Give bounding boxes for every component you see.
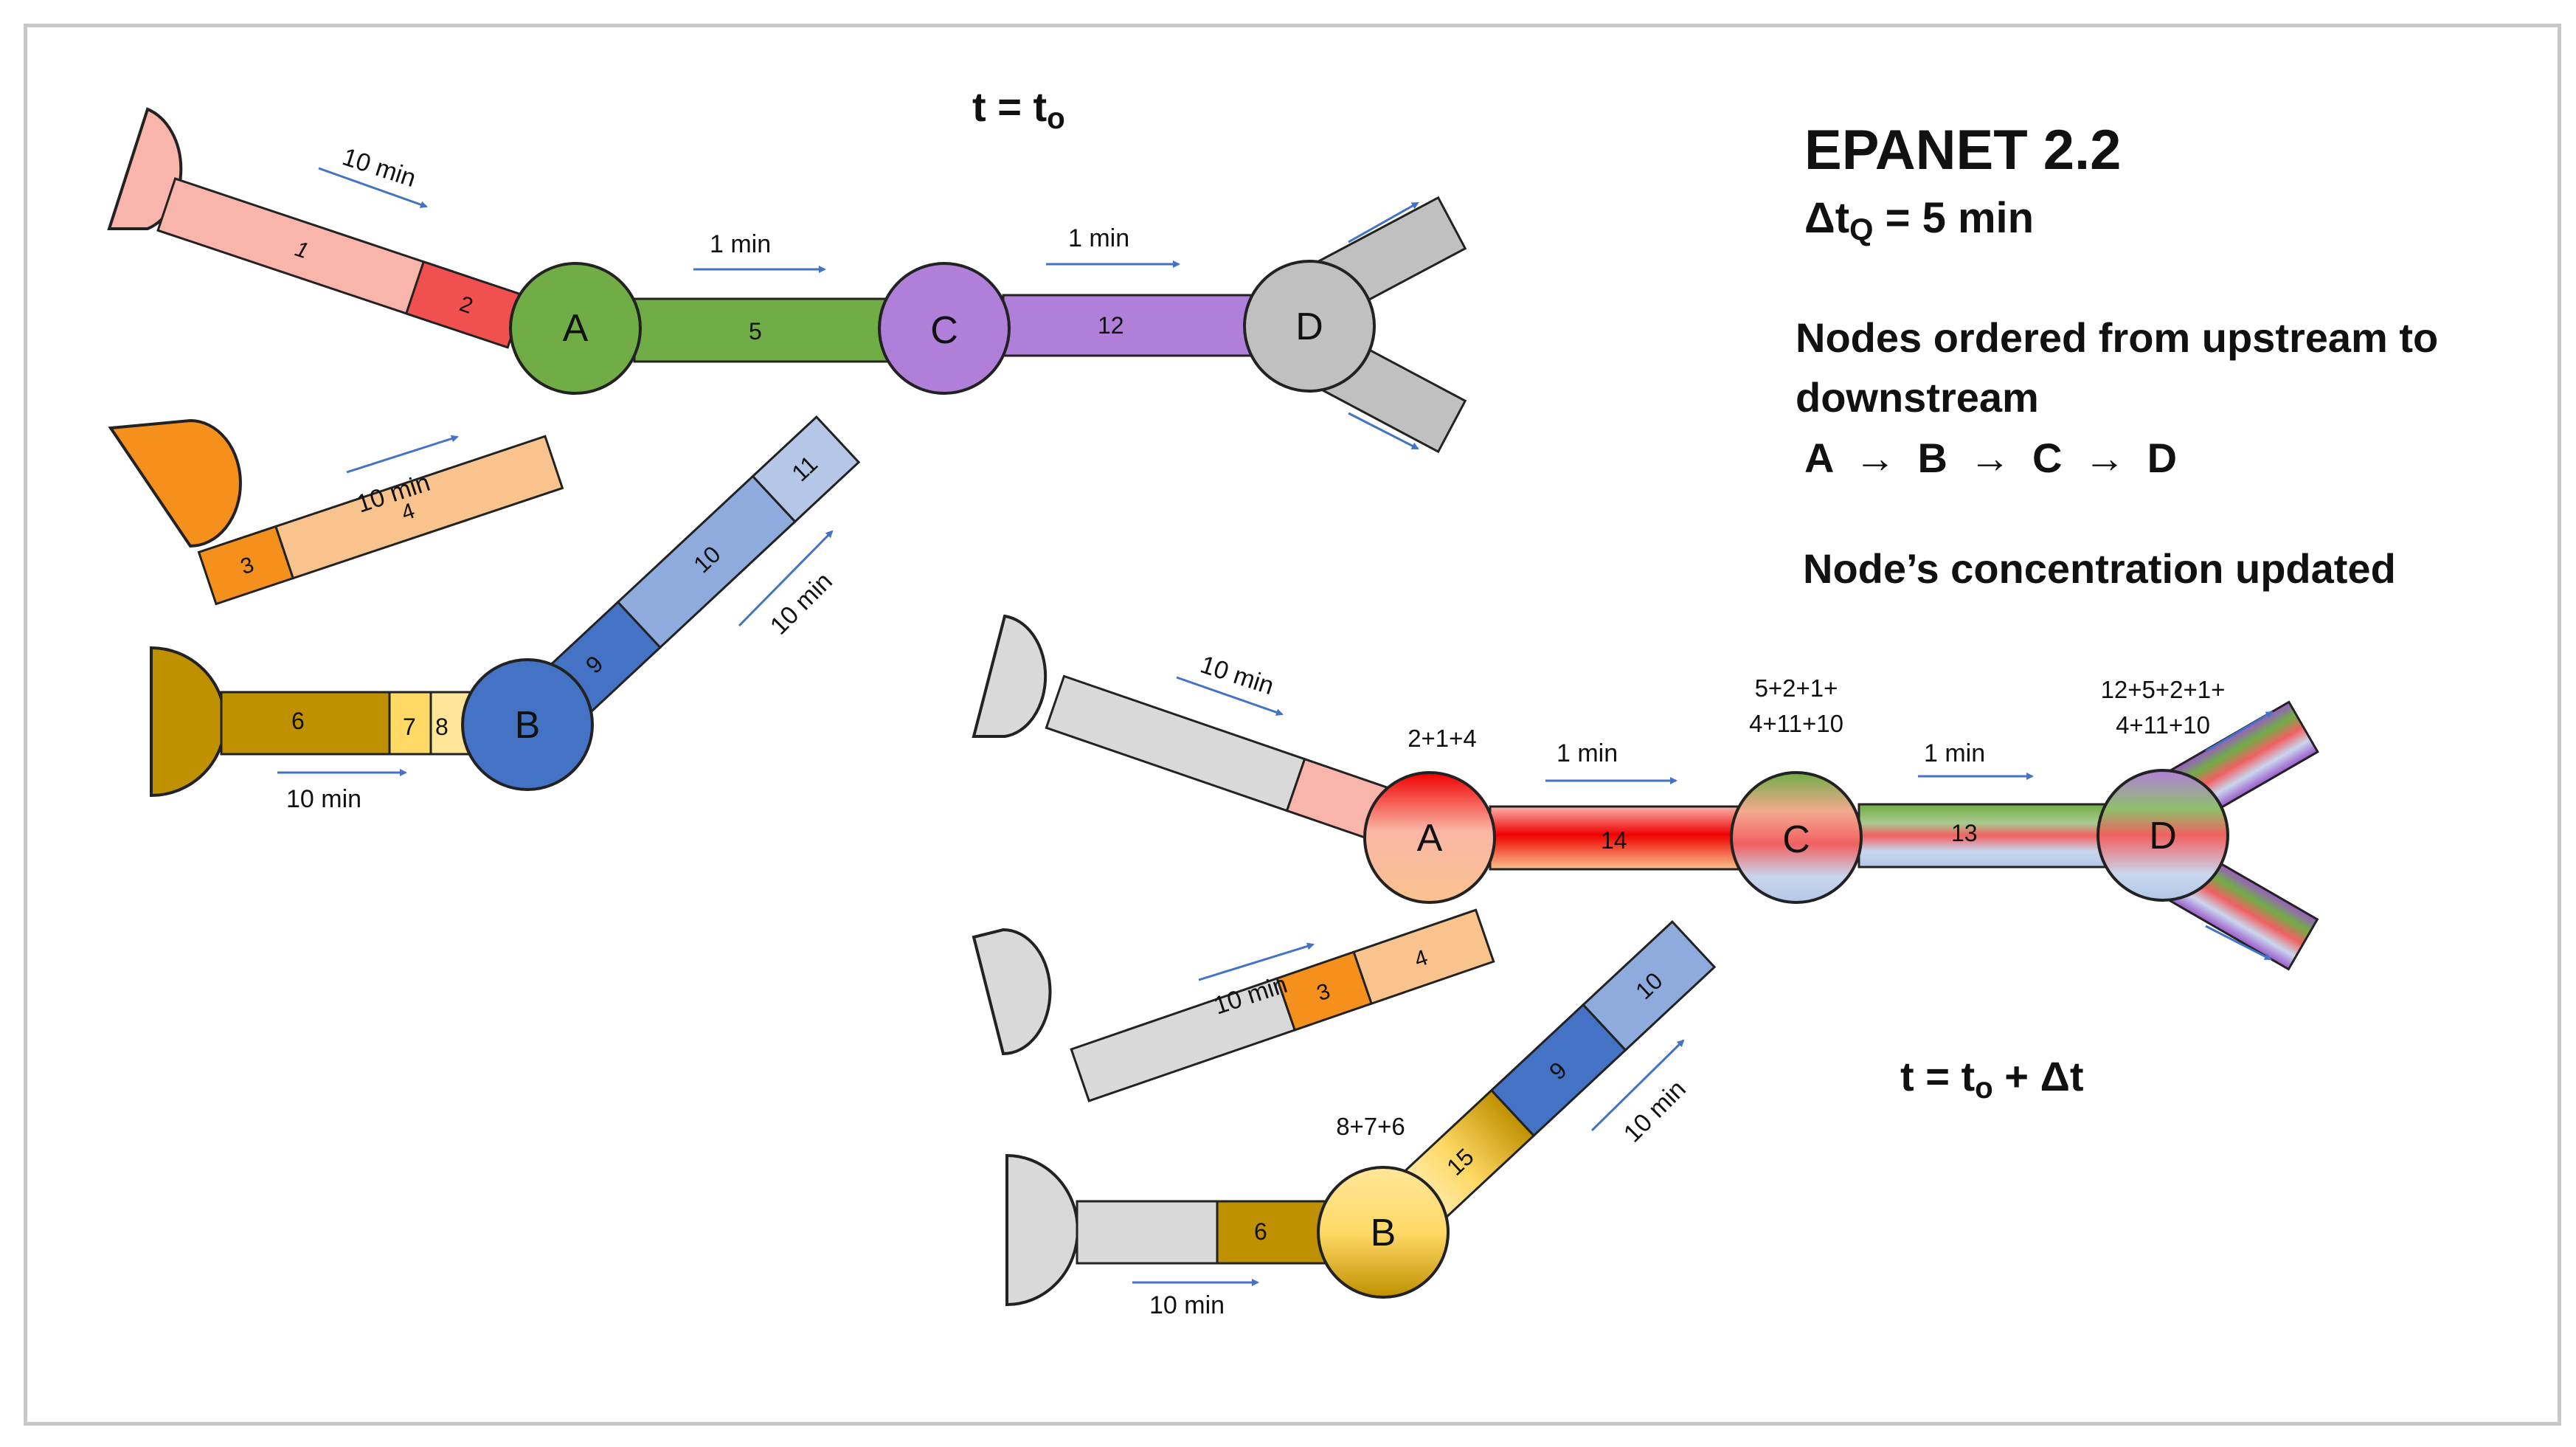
segment-label-5: 5 [749, 318, 762, 345]
pipe-empty-bottom [1076, 1200, 1219, 1265]
outlet-arrow-lower-2 [2205, 925, 2272, 961]
diagram-t1: 1 10 min 3 4 10 min 14 1 min 13 1 min [972, 614, 2319, 1319]
outlet-arrow-lower [1348, 412, 1419, 450]
node-c-top: C [878, 262, 1011, 395]
flow-label-upper-2: 10 min [1197, 650, 1278, 700]
node-label-c-2: C [1782, 818, 1810, 861]
pipe-segment-6-shifted [1216, 1200, 1329, 1265]
node-label-a-2: A [1417, 817, 1443, 860]
flow-label-c-d-2: 1 min [1924, 739, 1985, 767]
node-b-bottom: B [1317, 1166, 1450, 1299]
flow-label-upper: 10 min [339, 142, 420, 193]
node-label-b-2: B [1371, 1212, 1396, 1254]
outlet-arrow-upper-2 [2205, 711, 2274, 753]
flow-arrow-upper [318, 167, 428, 209]
delta-tq-label: Δt [1804, 194, 1850, 242]
flow-arrow-lower [346, 435, 459, 474]
segment-label-12: 12 [1098, 312, 1124, 339]
node-a-top: A [509, 262, 642, 395]
segment-label-13: 13 [1951, 820, 1978, 846]
flow-arrow-upper-2 [1176, 676, 1284, 716]
pipe-segment-12 [1002, 294, 1256, 357]
flow-arrow-lower-2 [1198, 942, 1315, 981]
reservoir-lower-bottom [972, 928, 1052, 1056]
segment-label-8: 8 [435, 714, 449, 740]
reservoir-lower-top [108, 418, 242, 548]
node-label-c: C [930, 309, 958, 352]
pipe-segment-13 [1857, 803, 2111, 868]
flow-arrow-b-c [738, 530, 834, 627]
order-sequence: A → B → C → D [1804, 435, 2178, 481]
node-label-b: B [515, 704, 541, 747]
time-label-t0-sub: o [1047, 101, 1065, 136]
segment-label-6-shifted: 6 [1254, 1218, 1267, 1245]
segment-label-6: 6 [291, 708, 305, 734]
delta-tq: ΔtQ = 5 min [1804, 193, 2034, 247]
time-label-t1: t = to + Δt [1900, 1052, 2083, 1105]
mix-label-d-line1: 12+5+2+1+ [2101, 676, 2226, 703]
reservoir-bottom-bottom [1005, 1153, 1079, 1307]
time-label-t1-suffix: + Δt [1992, 1053, 2084, 1099]
pipe-segment-5 [633, 297, 894, 363]
time-label-t1-sub: o [1975, 1071, 1993, 1105]
segment-label-14: 14 [1601, 827, 1627, 854]
flow-label-b-c: 10 min [765, 567, 838, 640]
mix-label-c-line1: 5+2+1+ [1755, 674, 1838, 702]
update-note: Node’s concentration updated [1803, 545, 2396, 592]
flow-label-a-c-2: 1 min [1557, 739, 1618, 767]
pipe-segment-10-shifted [1582, 920, 1717, 1052]
flow-arrow-b-c-2 [1590, 1039, 1685, 1132]
time-label-t0-prefix: t = t [972, 83, 1048, 130]
mix-label-b: 8+7+6 [1336, 1113, 1405, 1140]
node-label-d-2: D [2149, 815, 2177, 857]
order-note-line2: downstream [1796, 374, 2039, 421]
reservoir-upper-top [107, 107, 183, 230]
mix-label-c-line2: 4+11+10 [1749, 710, 1843, 737]
node-c-bottom: C [1730, 771, 1863, 904]
outlet-arrow-upper [1348, 201, 1419, 244]
pipe-segment-4-shifted [1352, 908, 1495, 1006]
pipe-segment-6 [220, 691, 391, 756]
app-title: EPANET 2.2 [1804, 119, 2122, 182]
node-d-bottom: D [2097, 769, 2229, 902]
delta-tq-sub: Q [1849, 212, 1874, 247]
segment-label-7: 7 [403, 714, 416, 740]
flow-label-a-c: 1 min [710, 230, 771, 258]
node-b-top: B [461, 658, 594, 791]
diagram-t0: 1 2 10 min 3 4 10 min 5 1 min 12 1 min [107, 107, 1467, 813]
node-d-top: D [1243, 260, 1376, 393]
pipe-segment-14 [1489, 805, 1750, 871]
diagram-frame [24, 24, 2561, 1426]
pipe-segment-11 [751, 415, 861, 523]
time-label-t0: t = to [972, 83, 1065, 136]
reservoir-upper-bottom [972, 614, 1048, 738]
reservoir-bottom-top [150, 646, 226, 798]
time-label-t1-prefix: t = t [1900, 1053, 1976, 1099]
flow-label-b-c-2: 10 min [1618, 1075, 1692, 1148]
order-note-line1: Nodes ordered from upstream to [1796, 314, 2439, 361]
node-a-bottom: A [1363, 771, 1496, 904]
pipe-segment-4 [274, 435, 564, 580]
mix-label-d-line2: 4+11+10 [2116, 711, 2210, 739]
node-label-d: D [1295, 305, 1323, 348]
flow-label-c-d: 1 min [1068, 224, 1129, 252]
flow-label-bottom-2: 10 min [1149, 1291, 1225, 1319]
mix-label-a: 2+1+4 [1408, 725, 1477, 752]
flow-label-bottom: 10 min [286, 785, 361, 813]
node-label-a: A [563, 307, 589, 350]
delta-tq-value: = 5 min [1885, 194, 2035, 242]
